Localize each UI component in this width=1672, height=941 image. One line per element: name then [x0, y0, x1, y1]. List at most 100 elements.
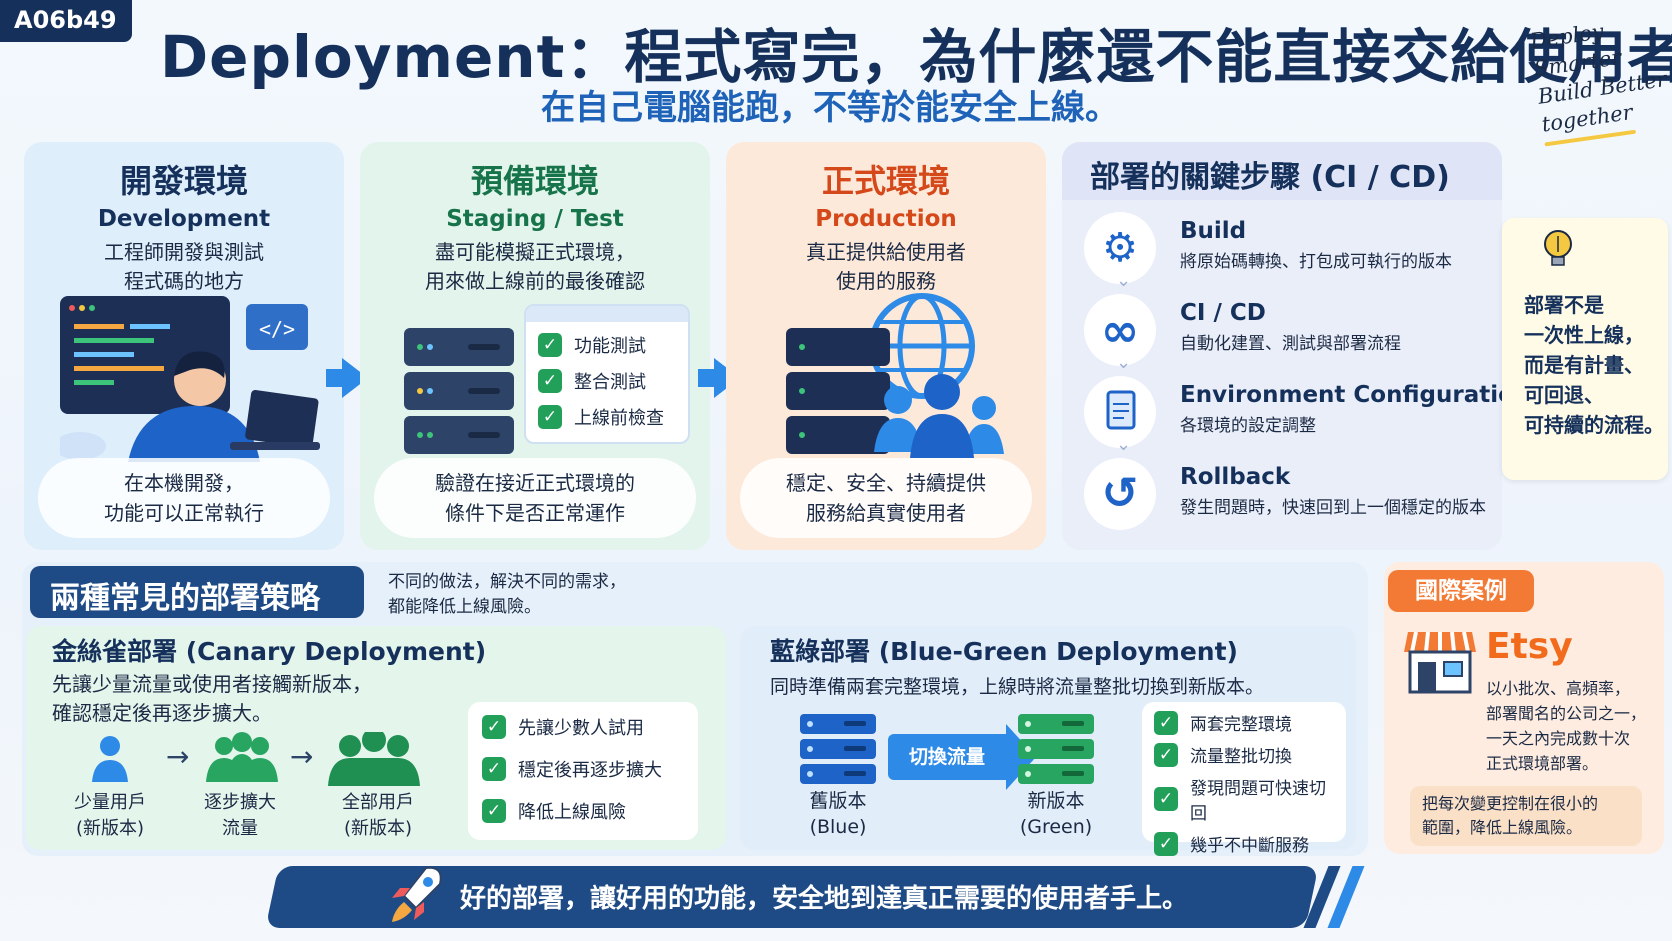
svg-text:</>: </> — [259, 317, 295, 341]
case-takeaway: 把每次變更控制在很小的 範圍，降低上線風險。 — [1410, 786, 1642, 846]
tip-note: 部署不是 一次性上線， 而是有計畫、 可回退、 可持續的流程。 — [1502, 218, 1668, 480]
case-desc-line: 正式環境部署。 — [1486, 754, 1599, 773]
blue-server-icon — [800, 714, 876, 784]
note-line: 都能降低上線風險。 — [388, 597, 541, 617]
blue-green-title: 藍綠部署 (Blue-Green Deployment) — [770, 637, 1238, 666]
canary-user-flow: → → — [92, 732, 420, 786]
switch-label: 切換流量 — [908, 746, 985, 768]
env-title: 預備環境 — [470, 162, 599, 200]
page-subtitle: 在自己電腦能跑，不等於能安全上線。 — [541, 88, 1119, 128]
note-line: 不同的做法，解決不同的需求， — [388, 572, 626, 592]
check-label: 上線前檢查 — [574, 408, 664, 429]
env-foot-line: 服務給真實使用者 — [806, 501, 966, 525]
check-label: 兩套完整環境 — [1190, 715, 1292, 735]
canary-title: 金絲雀部署 (Canary Deployment) — [52, 637, 487, 666]
env-foot-line: 穩定、安全、持續提供 — [786, 471, 986, 495]
undo-icon: ↺ — [1084, 458, 1156, 530]
env-description: 真正提供給使用者 使用的服務 — [726, 238, 1046, 296]
group-sublabel: (新版本) — [75, 818, 145, 839]
case-study-tag: 國際案例 — [1388, 570, 1534, 612]
check-label: 功能測試 — [574, 336, 646, 357]
check-label: 幾乎不中斷服務 — [1190, 836, 1309, 856]
check-label: 發現問題可快速切回 — [1190, 779, 1326, 824]
tip-line: 而是有計畫、 — [1524, 353, 1644, 377]
step-desc: 自動化建置、測試與部署流程 — [1180, 334, 1401, 354]
server-globe-users-icon — [786, 293, 1004, 458]
env-footer: 在本機開發， 功能可以正常執行 — [38, 458, 330, 538]
tip-line: 可持續的流程。 — [1524, 413, 1664, 437]
green-server-icon — [1018, 714, 1094, 784]
step-rollback: ↺ Rollback 發生問題時，快速回到上一個穩定的版本 — [1084, 458, 1494, 534]
blue-green-checklist: ✓兩套完整環境 ✓流量整批切換 ✓發現問題可快速切回 ✓幾乎不中斷服務 — [1142, 702, 1346, 856]
document-icon — [1084, 376, 1156, 448]
check-label: 穩定後再逐步擴大 — [518, 760, 662, 781]
takeaway-line: 把每次變更控制在很小的 — [1422, 794, 1599, 813]
check-icon: ✓ — [538, 369, 562, 393]
test-checklist-window: ✓ 功能測試 ✓ 整合測試 ✓ 上線前檢查 — [524, 304, 690, 444]
group-label: 少量用戶 — [74, 792, 146, 813]
cicd-steps-panel: 部署的關鍵步驟 (CI / CD) ⚙ Build 將原始碼轉換、打包成可執行的… — [1062, 142, 1530, 550]
check-icon: ✓ — [1154, 742, 1178, 767]
takeaway-line: 範圍，降低上線風險。 — [1422, 818, 1583, 837]
case-desc-line: 一天之內完成數十次 — [1486, 729, 1631, 748]
version-sublabel: (Blue) — [809, 816, 867, 838]
env-title: 正式環境 — [821, 162, 950, 200]
env-desc-line: 程式碼的地方 — [124, 269, 244, 293]
env-description: 盡可能模擬正式環境， 用來做上線前的最後確認 — [360, 238, 710, 296]
step-build: ⚙ Build 將原始碼轉換、打包成可執行的版本 — [1084, 212, 1494, 288]
infinity-icon: ∞ — [1084, 294, 1156, 366]
chevron-down-icon: ⌄ — [1116, 270, 1132, 291]
check-icon: ✓ — [1154, 710, 1178, 735]
check-icon: ✓ — [538, 405, 562, 429]
tip-line: 部署不是 — [1524, 293, 1604, 317]
tip-line: 可回退、 — [1524, 383, 1604, 407]
rocket-icon — [392, 866, 442, 922]
env-desc-line: 真正提供給使用者 — [806, 240, 966, 264]
canary-checklist: ✓先讓少數人試用 ✓穩定後再逐步擴大 ✓降低上線風險 — [468, 702, 698, 840]
chevron-down-icon: ⌄ — [1116, 352, 1132, 373]
handwritten-note: Deploy Smarter Build Better together — [1528, 10, 1672, 147]
user-group-small: 少量用戶 (新版本) — [62, 790, 158, 842]
step-name: Build — [1180, 218, 1247, 244]
env-english-title: Production — [815, 206, 957, 232]
svg-text:→: → — [290, 740, 313, 773]
env-desc-line: 使用的服務 — [836, 269, 936, 293]
lightbulb-icon — [1544, 230, 1572, 266]
env-desc-line: 用來做上線前的最後確認 — [425, 269, 645, 293]
server-stack-icon — [404, 328, 514, 454]
tip-line: 一次性上線， — [1524, 323, 1644, 347]
env-desc-line: 工程師開發與測試 — [104, 240, 264, 264]
strategies-note: 不同的做法，解決不同的需求， 都能降低上線風險。 — [388, 570, 688, 620]
developer-laptop-illustration: </> — [60, 296, 320, 462]
case-company-name: Etsy — [1486, 626, 1573, 667]
desc-line: 確認穩定後再逐步擴大。 — [52, 701, 272, 725]
env-foot-line: 功能可以正常執行 — [104, 501, 264, 525]
svg-text:→: → — [166, 740, 189, 773]
banner-text: 好的部署，讓好用的功能，安全地到達真正需要的使用者手上。 — [460, 884, 1189, 914]
env-foot-line: 在本機開發， — [124, 471, 244, 495]
user-group-growing: 逐步擴大 流量 — [192, 790, 288, 842]
strategies-title: 兩種常見的部署策略 — [30, 566, 364, 618]
env-footer: 穩定、安全、持續提供 服務給真實使用者 — [740, 458, 1032, 538]
step-desc: 將原始碼轉換、打包成可執行的版本 — [1180, 252, 1452, 272]
page-tag: A06b49 — [0, 0, 132, 42]
version-label: 新版本 — [1027, 790, 1085, 812]
check-label: 先讓少數人試用 — [518, 718, 644, 739]
check-icon: ✓ — [538, 333, 562, 357]
tip-text: 部署不是 一次性上線， 而是有計畫、 可回退、 可持續的流程。 — [1524, 290, 1664, 440]
group-sublabel: (新版本) — [343, 818, 413, 839]
page-title: Deployment：程式寫完，為什麼還不能直接交給使用者？ — [160, 23, 1672, 91]
step-name: CI / CD — [1180, 300, 1266, 326]
group-label: 全部用戶 — [342, 792, 414, 813]
step-desc: 各環境的設定調整 — [1180, 416, 1316, 436]
check-icon: ✓ — [482, 757, 506, 781]
group-sublabel: 流量 — [222, 818, 258, 839]
check-label: 整合測試 — [574, 372, 646, 393]
blue-green-desc: 同時準備兩套完整環境，上線時將流量整批切換到新版本。 — [770, 676, 1265, 698]
env-card-production: 正式環境 Production 真正提供給使用者 使用的服務 穩定、安全、持續提… — [726, 142, 1046, 550]
env-foot-line: 驗證在接近正式環境的 — [435, 471, 635, 495]
version-sublabel: (Green) — [1019, 816, 1093, 838]
env-description: 工程師開發與測試 程式碼的地方 — [24, 238, 344, 296]
check-label: 流量整批切換 — [1190, 747, 1292, 767]
case-desc-line: 部署聞名的公司之一， — [1486, 704, 1647, 723]
